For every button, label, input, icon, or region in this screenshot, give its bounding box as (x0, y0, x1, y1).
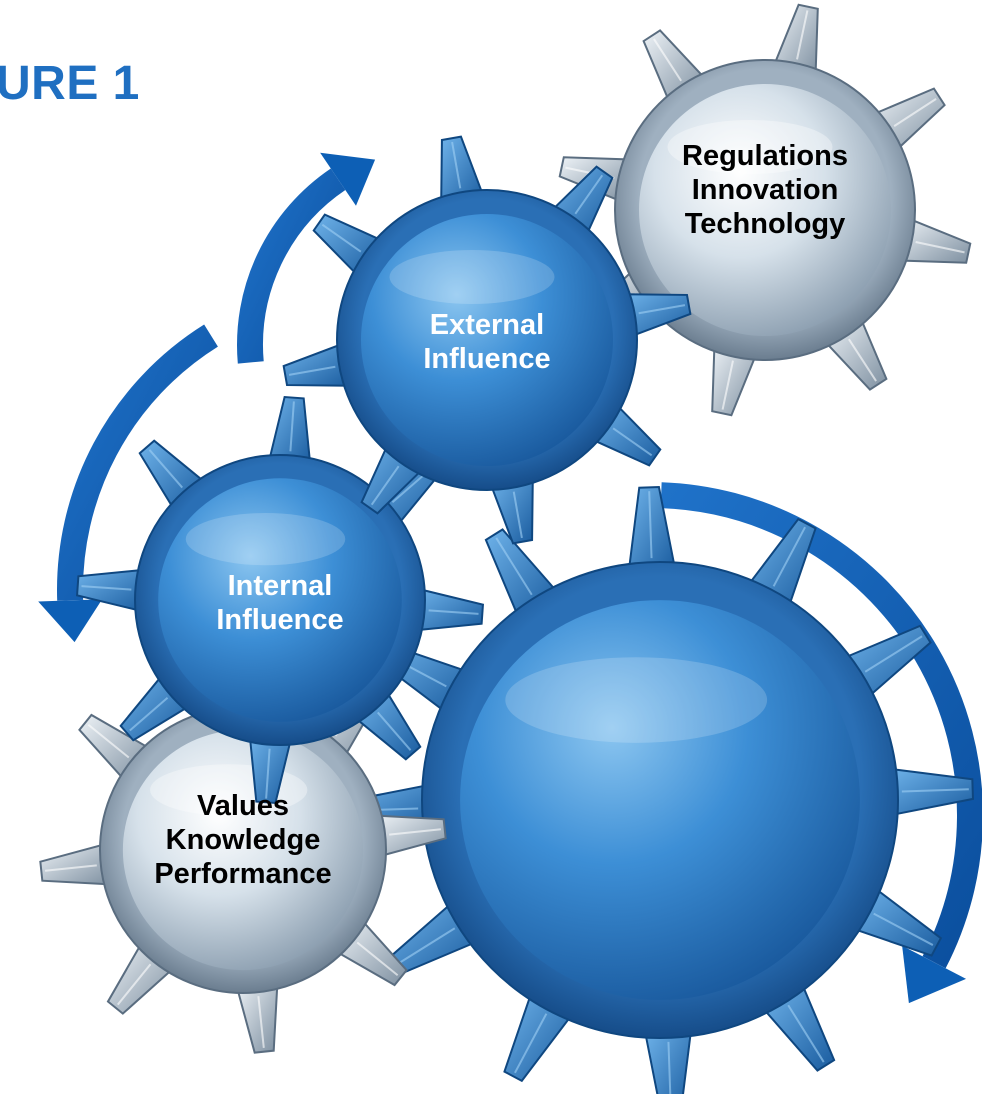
gear-face (639, 84, 891, 336)
regulations-gear (558, 3, 972, 417)
tooth-highlight (81, 585, 132, 591)
label-line: Values (197, 790, 289, 822)
gear-gloss (185, 513, 346, 566)
tooth-highlight (148, 449, 184, 489)
arrow-head (38, 599, 103, 643)
internal-influence-gear (75, 395, 485, 805)
tooth-highlight (370, 465, 400, 506)
tooth-highlight (514, 1013, 548, 1074)
gear-tooth (643, 1028, 693, 1094)
tooth-highlight (612, 427, 653, 457)
label-line: External (429, 309, 545, 341)
tooth-highlight (667, 1041, 672, 1094)
tooth-highlight (864, 635, 923, 673)
label-line: Performance (154, 858, 332, 890)
label-line: Influence (423, 343, 551, 375)
tooth-highlight (289, 401, 295, 452)
label-line: Influence (216, 604, 344, 636)
tooth-highlight (772, 526, 806, 587)
tooth-highlight (288, 365, 336, 376)
large-center-gear (345, 485, 975, 1094)
tooth-highlight (653, 38, 682, 82)
tooth-highlight (893, 98, 937, 127)
tooth-highlight (721, 360, 734, 410)
external-influence-label: External Influence (423, 308, 550, 376)
gear-face (460, 600, 860, 1000)
arrow-shaft (57, 324, 218, 601)
internal-influence-label: Internal Influence (216, 569, 343, 637)
external-influence-gear (282, 135, 692, 545)
tooth-highlight (638, 304, 686, 315)
tooth-highlight (796, 10, 809, 60)
regulations-label: Regulations Innovation Technology (682, 139, 848, 241)
label-line: Regulations (682, 140, 848, 172)
gear-gloss (667, 120, 833, 174)
label-line: Technology (684, 208, 846, 240)
tooth-highlight (787, 1004, 825, 1063)
tooth-highlight (451, 141, 462, 189)
arrow-upper (237, 152, 376, 364)
tooth-highlight (321, 223, 362, 253)
arrow-head (320, 152, 376, 206)
arrow-shaft (237, 168, 346, 364)
gear-face (122, 729, 364, 971)
tooth-highlight (87, 723, 130, 759)
values-label: Values Knowledge Performance (154, 789, 331, 891)
tooth-highlight (257, 996, 265, 1049)
tooth-highlight (376, 711, 412, 751)
tooth-highlight (44, 864, 97, 872)
tooth-highlight (512, 491, 523, 539)
tooth-highlight (848, 338, 877, 382)
gear-gloss (389, 250, 555, 304)
arrow-left (38, 324, 218, 643)
arrow-shaft (660, 482, 982, 969)
tooth-highlight (129, 696, 169, 732)
tooth-highlight (648, 491, 653, 559)
figure-title: URE 1 (0, 57, 140, 110)
tooth-highlight (356, 941, 399, 977)
arrow-right (660, 482, 982, 1004)
tooth-highlight (428, 609, 479, 615)
arrow-head (902, 945, 967, 1004)
label-line: Innovation (691, 174, 839, 206)
tooth-highlight (574, 174, 604, 215)
tooth-highlight (495, 537, 533, 596)
label-line: Knowledge (165, 824, 321, 856)
gear-gloss (505, 657, 768, 743)
tooth-highlight (873, 912, 934, 946)
tooth-highlight (397, 927, 456, 965)
gear-face (158, 478, 402, 722)
tooth-highlight (915, 241, 965, 254)
tooth-highlight (116, 963, 152, 1006)
tooth-highlight (265, 748, 271, 799)
gear-face (361, 214, 613, 466)
tooth-highlight (901, 788, 969, 793)
tooth-highlight (389, 828, 442, 836)
label-line: Internal (227, 570, 333, 602)
